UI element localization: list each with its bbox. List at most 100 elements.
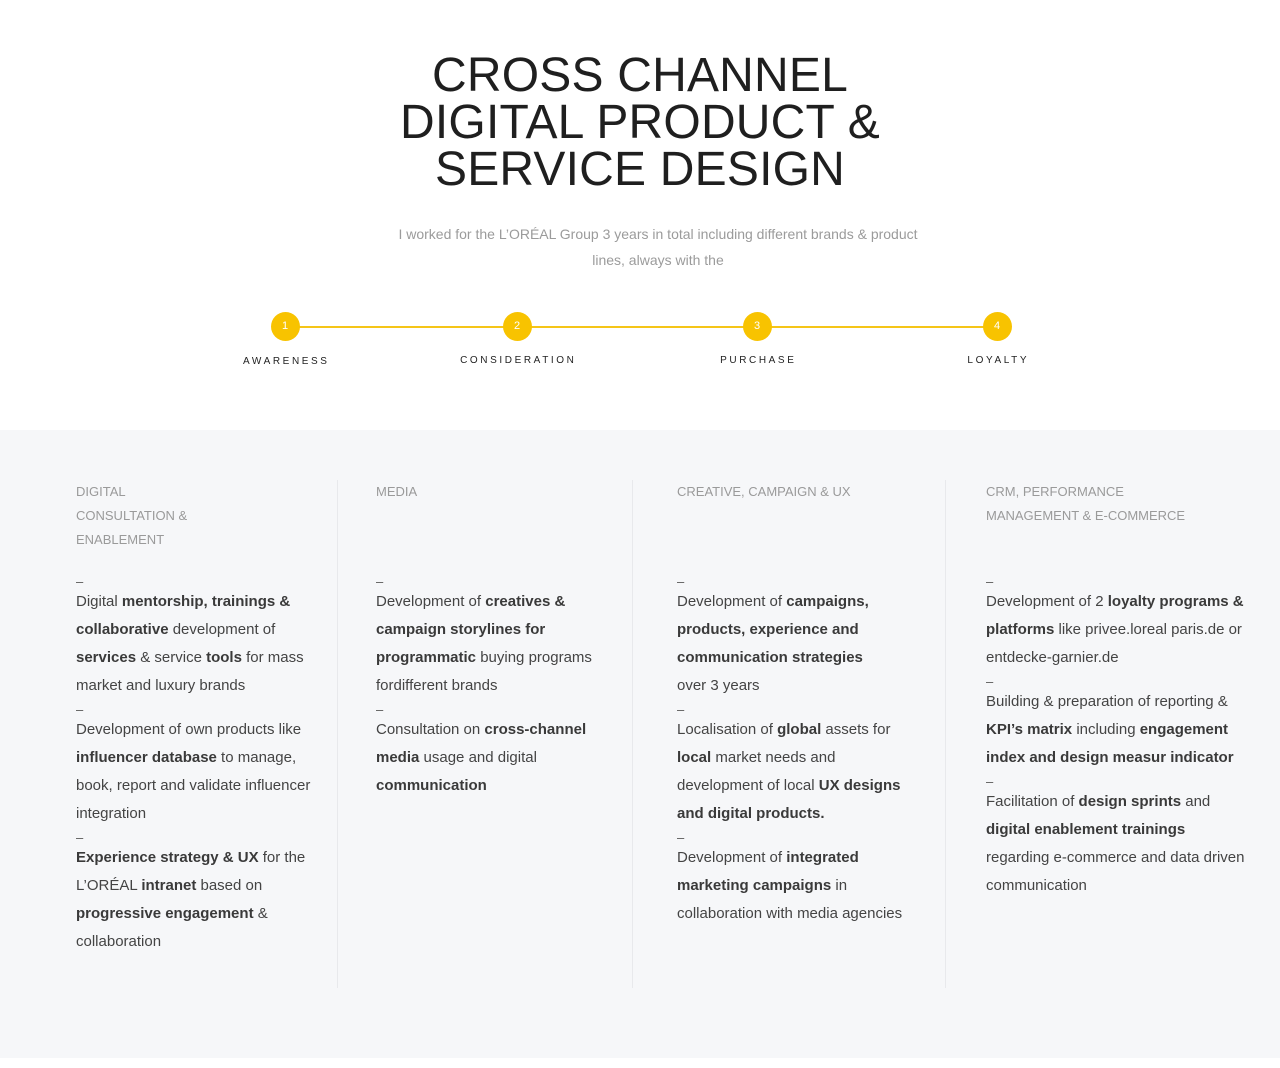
entry-dash: – bbox=[986, 774, 994, 789]
service-entry: –Development of integrated marketing cam… bbox=[677, 831, 917, 928]
entry-text-bold: influencer database bbox=[76, 749, 217, 766]
entry-text-bold: integrated marketing campaigns bbox=[677, 849, 859, 894]
step-number-badge: 1 bbox=[270, 312, 300, 341]
entry-dash: – bbox=[677, 574, 685, 589]
entry-text-bold: KPI’s matrix bbox=[986, 721, 1073, 738]
service-column-media: MEDIA–Development of creatives & campaig… bbox=[376, 480, 604, 800]
entry-text-run: in collaboration with media agencies bbox=[677, 877, 903, 922]
service-entry: –Experience strategy & UX for the L’ORÉA… bbox=[76, 830, 316, 956]
intro-text: I worked for the L’ORÉAL Group 3 years i… bbox=[398, 226, 918, 268]
entry-text-run: Consultation on bbox=[376, 721, 485, 738]
entry-text: Development of own products like influen… bbox=[76, 716, 316, 828]
entry-text: Development of creatives & campaign stor… bbox=[376, 588, 604, 700]
entry-text-run: regarding e-commerce and data driven com… bbox=[986, 849, 1245, 894]
service-entry: –Consultation on cross-channel media usa… bbox=[376, 702, 604, 800]
entry-dash: – bbox=[376, 702, 384, 717]
entry-text-bold: loyalty programs & platforms bbox=[986, 593, 1244, 638]
journey-line bbox=[284, 326, 997, 328]
entry-text-run: Localisation of bbox=[677, 721, 778, 738]
entry-text-run: Digital bbox=[76, 593, 122, 610]
entry-text-run: to manage, book, report and validate inf… bbox=[76, 749, 311, 822]
entry-text-run: & collaboration bbox=[76, 905, 268, 950]
entry-text-run: over 3 years bbox=[677, 677, 760, 694]
step-number-badge: 2 bbox=[502, 312, 532, 341]
column-title: DIGITAL CONSULTATION & ENABLEMENT bbox=[76, 484, 188, 547]
entry-text: Development of integrated marketing camp… bbox=[677, 844, 917, 928]
entry-text: Digital mentorship, trainings & collabor… bbox=[76, 588, 316, 700]
entry-text-run: Development of bbox=[677, 593, 787, 610]
entry-text-run: for mass market and luxury brands bbox=[76, 649, 304, 694]
step-consideration: 2 CONSIDERATION bbox=[417, 312, 617, 366]
step-loyalty: 4 LOYALTY bbox=[897, 312, 1097, 366]
entry-dash: – bbox=[76, 574, 84, 589]
service-entry: –Building & preparation of reporting & K… bbox=[986, 675, 1246, 772]
entry-text-run: including bbox=[1072, 721, 1140, 738]
entry-text: Facilitation of design sprints and digit… bbox=[986, 788, 1246, 900]
service-column-digital-consultation: DIGITAL CONSULTATION & ENABLEMENT–Digita… bbox=[76, 480, 316, 956]
service-entry: –Development of own products like influe… bbox=[76, 702, 316, 828]
service-column-crm-ecommerce: CRM, PERFORMANCE MANAGEMENT & E-COMMERCE… bbox=[986, 480, 1246, 900]
entry-text: Development of campaigns, products, expe… bbox=[677, 588, 917, 700]
service-entry: –Development of creatives & campaign sto… bbox=[376, 574, 604, 700]
step-number-badge: 4 bbox=[982, 312, 1012, 341]
step-number-badge: 3 bbox=[742, 312, 772, 341]
entry-text: Development of 2 loyalty programs & plat… bbox=[986, 588, 1246, 672]
page-title: CROSS CHANNEL DIGITAL PRODUCT & SERVICE … bbox=[0, 49, 1280, 194]
column-divider bbox=[945, 480, 946, 988]
service-column-creative-campaign-ux: CREATIVE, CAMPAIGN & UX–Development of c… bbox=[677, 480, 917, 928]
service-entry: –Localisation of global assets for local… bbox=[677, 702, 917, 828]
entry-text-bold: Experience strategy & UX bbox=[76, 849, 259, 866]
entry-dash: – bbox=[677, 702, 685, 717]
column-divider bbox=[632, 480, 633, 988]
entry-text-bold: intranet bbox=[141, 877, 197, 894]
step-label: PURCHASE bbox=[720, 355, 797, 366]
entry-text-bold: communication bbox=[376, 777, 487, 794]
step-purchase: 3 PURCHASE bbox=[657, 312, 857, 366]
column-title: CRM, PERFORMANCE MANAGEMENT & E-COMMERCE bbox=[986, 484, 1186, 523]
entry-text-run: Development of 2 bbox=[986, 593, 1108, 610]
entry-text-run: assets for bbox=[821, 721, 891, 738]
entry-dash: – bbox=[76, 830, 84, 845]
entry-text-run: market needs and development of local bbox=[677, 749, 836, 794]
step-label: LOYALTY bbox=[967, 355, 1030, 366]
column-title: CREATIVE, CAMPAIGN & UX bbox=[677, 484, 851, 499]
entry-text-run: Building & preparation of reporting & bbox=[986, 693, 1228, 710]
services-section: DIGITAL CONSULTATION & ENABLEMENT–Digita… bbox=[0, 430, 1280, 1058]
entry-text-bold: mentorship, trainings & collaborative bbox=[76, 593, 291, 638]
column-divider bbox=[337, 480, 338, 988]
entry-text-run: Development of bbox=[677, 849, 787, 866]
entry-text-run: Development of own products like bbox=[76, 721, 302, 738]
entry-text: Localisation of global assets for local … bbox=[677, 716, 917, 828]
entry-text-run: development of bbox=[168, 621, 276, 638]
entry-dash: – bbox=[76, 702, 84, 717]
service-entry: –Digital mentorship, trainings & collabo… bbox=[76, 574, 316, 700]
entry-text-bold: cross-channel media bbox=[376, 721, 587, 766]
entry-text-run: for the L’ORÉAL bbox=[76, 849, 306, 894]
entry-text-bold: progressive engagement bbox=[76, 905, 254, 922]
entry-text-run: Facilitation of bbox=[986, 793, 1079, 810]
entry-text-run: & service bbox=[136, 649, 207, 666]
entry-text-run: and bbox=[1181, 793, 1211, 810]
entry-text-bold: campaigns, products, experience and comm… bbox=[677, 593, 869, 666]
entry-dash: – bbox=[376, 574, 384, 589]
step-label: CONSIDERATION bbox=[460, 355, 577, 366]
entry-text: Experience strategy & UX for the L’ORÉAL… bbox=[76, 844, 316, 956]
entry-text-bold: tools bbox=[206, 649, 242, 666]
service-entry: –Facilitation of design sprints and digi… bbox=[986, 774, 1246, 900]
entry-text-run: buying programs fordifferent brands bbox=[376, 649, 592, 694]
entry-text-bold: design sprints bbox=[1078, 793, 1182, 810]
entry-text-bold: UX designs and digital products. bbox=[677, 777, 901, 822]
page-title-line-2: DIGITAL PRODUCT & bbox=[400, 96, 880, 149]
column-title: MEDIA bbox=[376, 484, 418, 499]
entry-text-run: usage and digital bbox=[419, 749, 537, 766]
step-awareness: 1 AWARENESS bbox=[185, 312, 385, 367]
service-entry: –Development of 2 loyalty programs & pla… bbox=[986, 575, 1246, 672]
page-title-line-1: CROSS CHANNEL bbox=[431, 49, 848, 102]
entry-text-bold: services bbox=[76, 649, 137, 666]
entry-text-bold: creatives & campaign storylines for prog… bbox=[376, 593, 566, 666]
entry-text: Building & preparation of reporting & KP… bbox=[986, 688, 1246, 772]
entry-text-run: Development of bbox=[376, 593, 486, 610]
entry-text: Consultation on cross-channel media usag… bbox=[376, 716, 604, 800]
entry-text-run: like privee.loreal paris.de or entdecke-… bbox=[986, 621, 1242, 666]
